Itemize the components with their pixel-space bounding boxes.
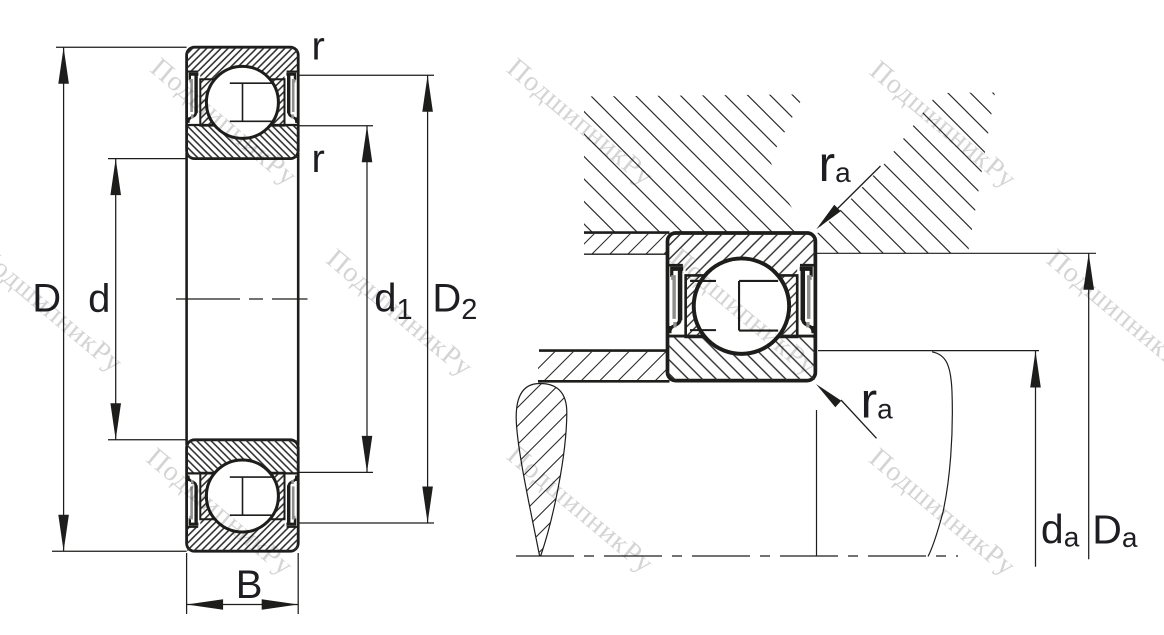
svg-text:r: r [312,25,325,69]
svg-text:da: da [1041,506,1080,553]
svg-text:d: d [88,277,110,321]
svg-text:ra: ra [819,136,852,192]
svg-text:B: B [236,563,263,607]
svg-text:D: D [32,277,61,321]
svg-text:r: r [312,137,325,181]
